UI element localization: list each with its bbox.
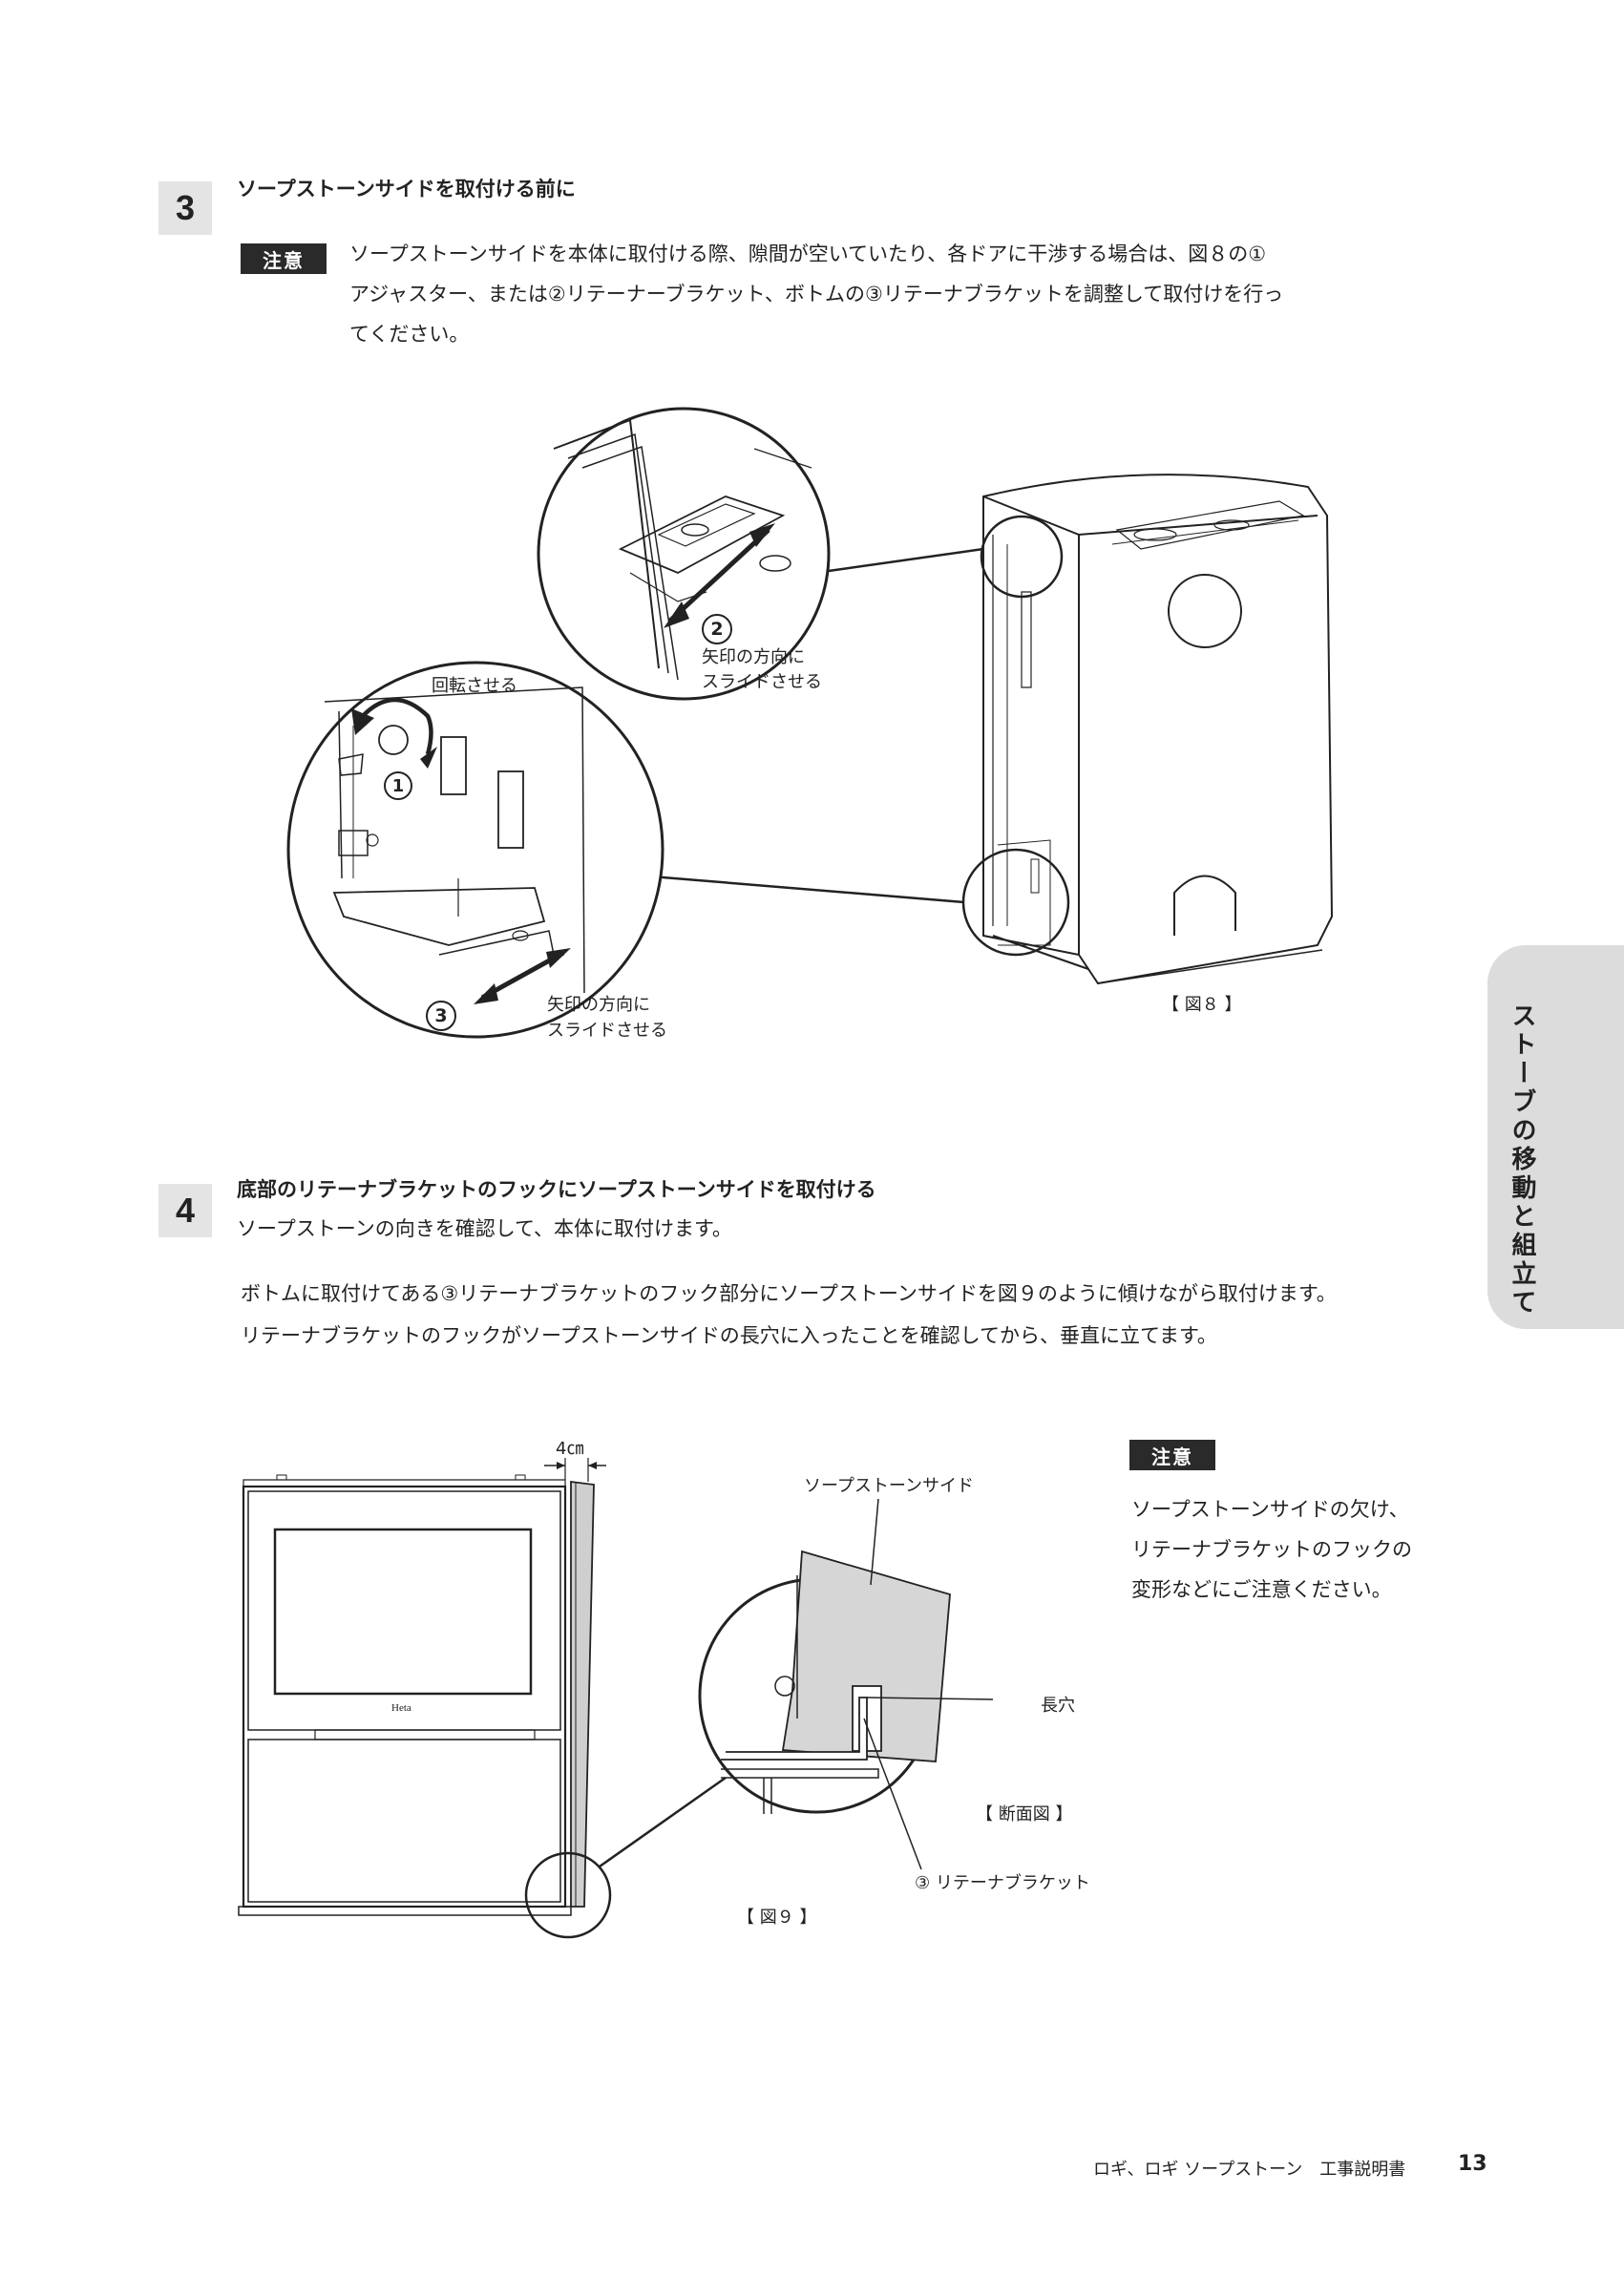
step3-caution-line-1: ソープストーンサイドを本体に取付ける際、隙間が空いていたり、各ドアに干渉する場合… — [349, 243, 1267, 265]
gap-dimension-label: 4㎝ — [556, 1439, 584, 1459]
step3-caution-line-2: アジャスター、または②リテーナーブラケット、ボトムの③リテーナブラケットを調整し… — [349, 283, 1284, 306]
soapstone-side-label: ソープストーンサイド — [804, 1476, 975, 1496]
slide-label-top-1: 矢印の方向に — [702, 647, 805, 667]
marker-3-text: 3 — [434, 1005, 448, 1026]
step3-caution-line-3: てください。 — [349, 323, 470, 346]
slide-label-bottom-1: 矢印の方向に — [547, 995, 650, 1015]
footer-document-title: ロギ、ロギ ソープストーン 工事説明書 — [1093, 2160, 1406, 2180]
page-number: 13 — [1458, 2152, 1487, 2176]
caution2-line-2: リテーナブラケットのフックの — [1131, 1538, 1412, 1561]
figure8-caption: 【 図８ 】 — [1162, 995, 1242, 1015]
step3-title: ソープストーンサイドを取付ける前に — [237, 178, 576, 200]
slide-label-bottom-2: スライドさせる — [547, 1021, 667, 1041]
marker-2: 2 — [702, 614, 732, 644]
step4-title: 底部のリテーナブラケットのフックにソープストーンサイドを取付ける — [237, 1178, 876, 1201]
step4-body-line-2: リテーナブラケットのフックがソープストーンサイドの長穴に入ったことを確認してから… — [241, 1324, 1217, 1347]
figure9-caption: 【 図９ 】 — [737, 1908, 817, 1928]
marker-1-text: 1 — [391, 775, 405, 796]
rotate-label: 回転させる — [432, 676, 517, 696]
section-view-label: 【 断面図 】 — [976, 1804, 1073, 1825]
marker-3: 3 — [426, 1001, 456, 1031]
marker-2-text: 2 — [710, 619, 724, 640]
step4-body-line-1: ボトムに取付けてある③リテーナブラケットのフック部分にソープストーンサイドを図９… — [241, 1282, 1337, 1305]
step4-subtitle: ソープストーンの向きを確認して、本体に取付けます。 — [237, 1217, 732, 1240]
retainer-bracket-label: ③ リテーナブラケット — [915, 1873, 1090, 1893]
chapter-side-tab-label: ストーブの移動と組立て — [1508, 1002, 1536, 1318]
caution-badge: 注意 — [241, 243, 327, 274]
chapter-side-tab — [1487, 945, 1624, 1329]
caution2-line-1: ソープストーンサイドの欠け、 — [1131, 1498, 1409, 1521]
caution-badge-2: 注意 — [1129, 1440, 1215, 1470]
slide-label-top-2: スライドさせる — [702, 672, 822, 692]
caution2-line-3: 変形などにご注意ください。 — [1131, 1578, 1392, 1601]
step-number-4: 4 — [158, 1184, 212, 1237]
marker-1: 1 — [384, 771, 412, 800]
slot-label: 長穴 — [1041, 1696, 1075, 1716]
step-number-3: 3 — [158, 181, 212, 235]
stove-logo: Heta — [391, 1702, 411, 1714]
